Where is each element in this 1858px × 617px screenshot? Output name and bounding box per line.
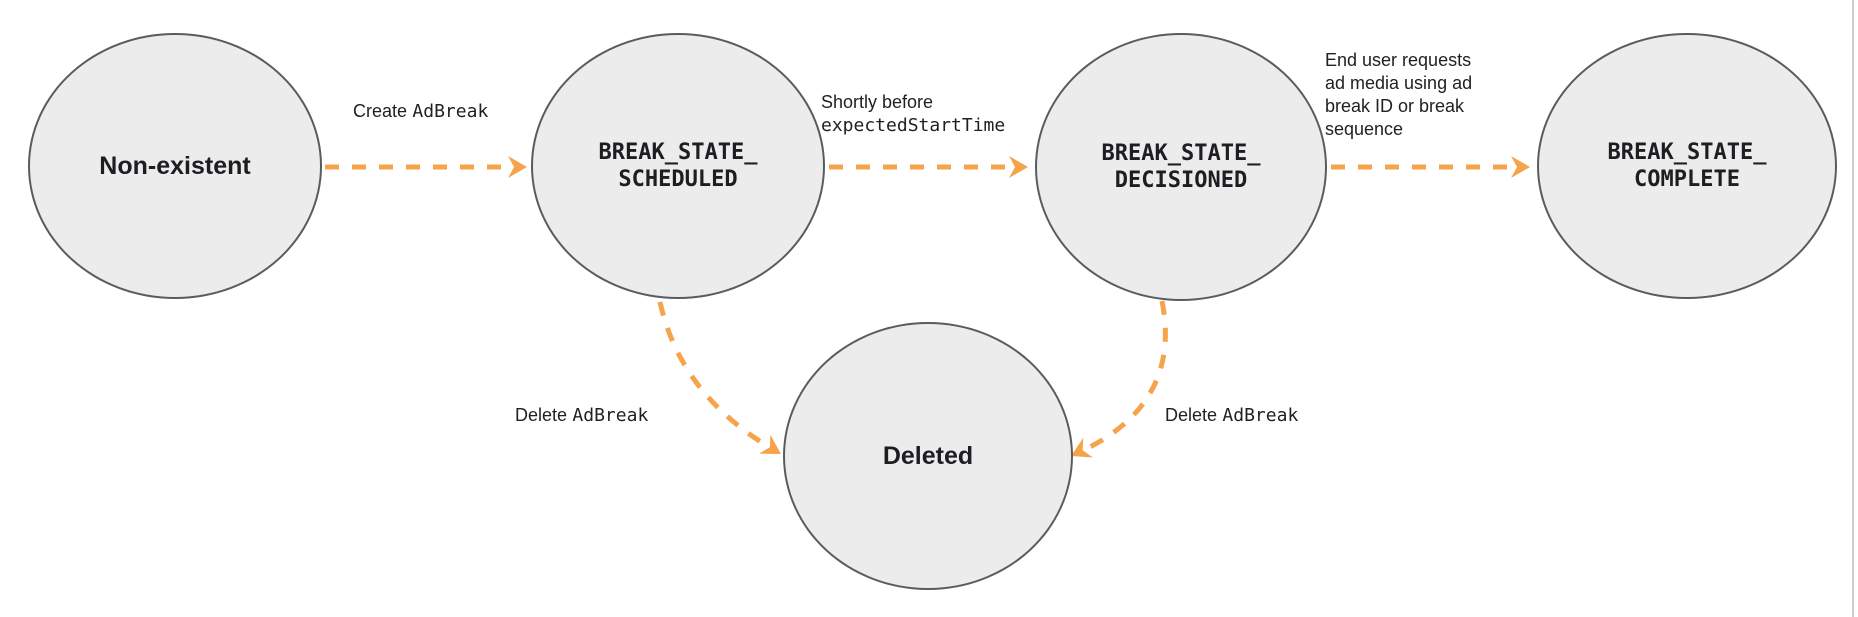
edge-label-end-user-requests: End user requests ad media using ad brea… — [1325, 50, 1473, 139]
state-label: BREAK_STATE_ COMPLETE — [1607, 140, 1767, 192]
arrow-delete-from-decisioned — [1082, 300, 1168, 453]
edge-label-shortly-before: Shortly before expectedStartTime — [821, 92, 1006, 136]
arrowhead-icon — [1511, 156, 1530, 178]
arrowhead-icon — [1009, 156, 1028, 178]
state-node-break-state-decisioned: BREAK_STATE_ DECISIONED — [1035, 33, 1327, 301]
state-node-non-existent: Non-existent — [28, 33, 322, 299]
state-node-break-state-complete: BREAK_STATE_ COMPLETE — [1537, 33, 1837, 299]
state-node-deleted: Deleted — [783, 322, 1073, 590]
arrow-delete-from-scheduled — [657, 301, 771, 450]
state-node-break-state-scheduled: BREAK_STATE_ SCHEDULED — [531, 33, 825, 299]
right-edge-divider — [1852, 0, 1854, 617]
arrowhead-icon — [508, 156, 527, 178]
state-label: Deleted — [882, 442, 974, 470]
state-label: BREAK_STATE_ DECISIONED — [1101, 141, 1261, 193]
state-label: Non-existent — [99, 152, 251, 180]
state-label: BREAK_STATE_ SCHEDULED — [598, 140, 758, 192]
